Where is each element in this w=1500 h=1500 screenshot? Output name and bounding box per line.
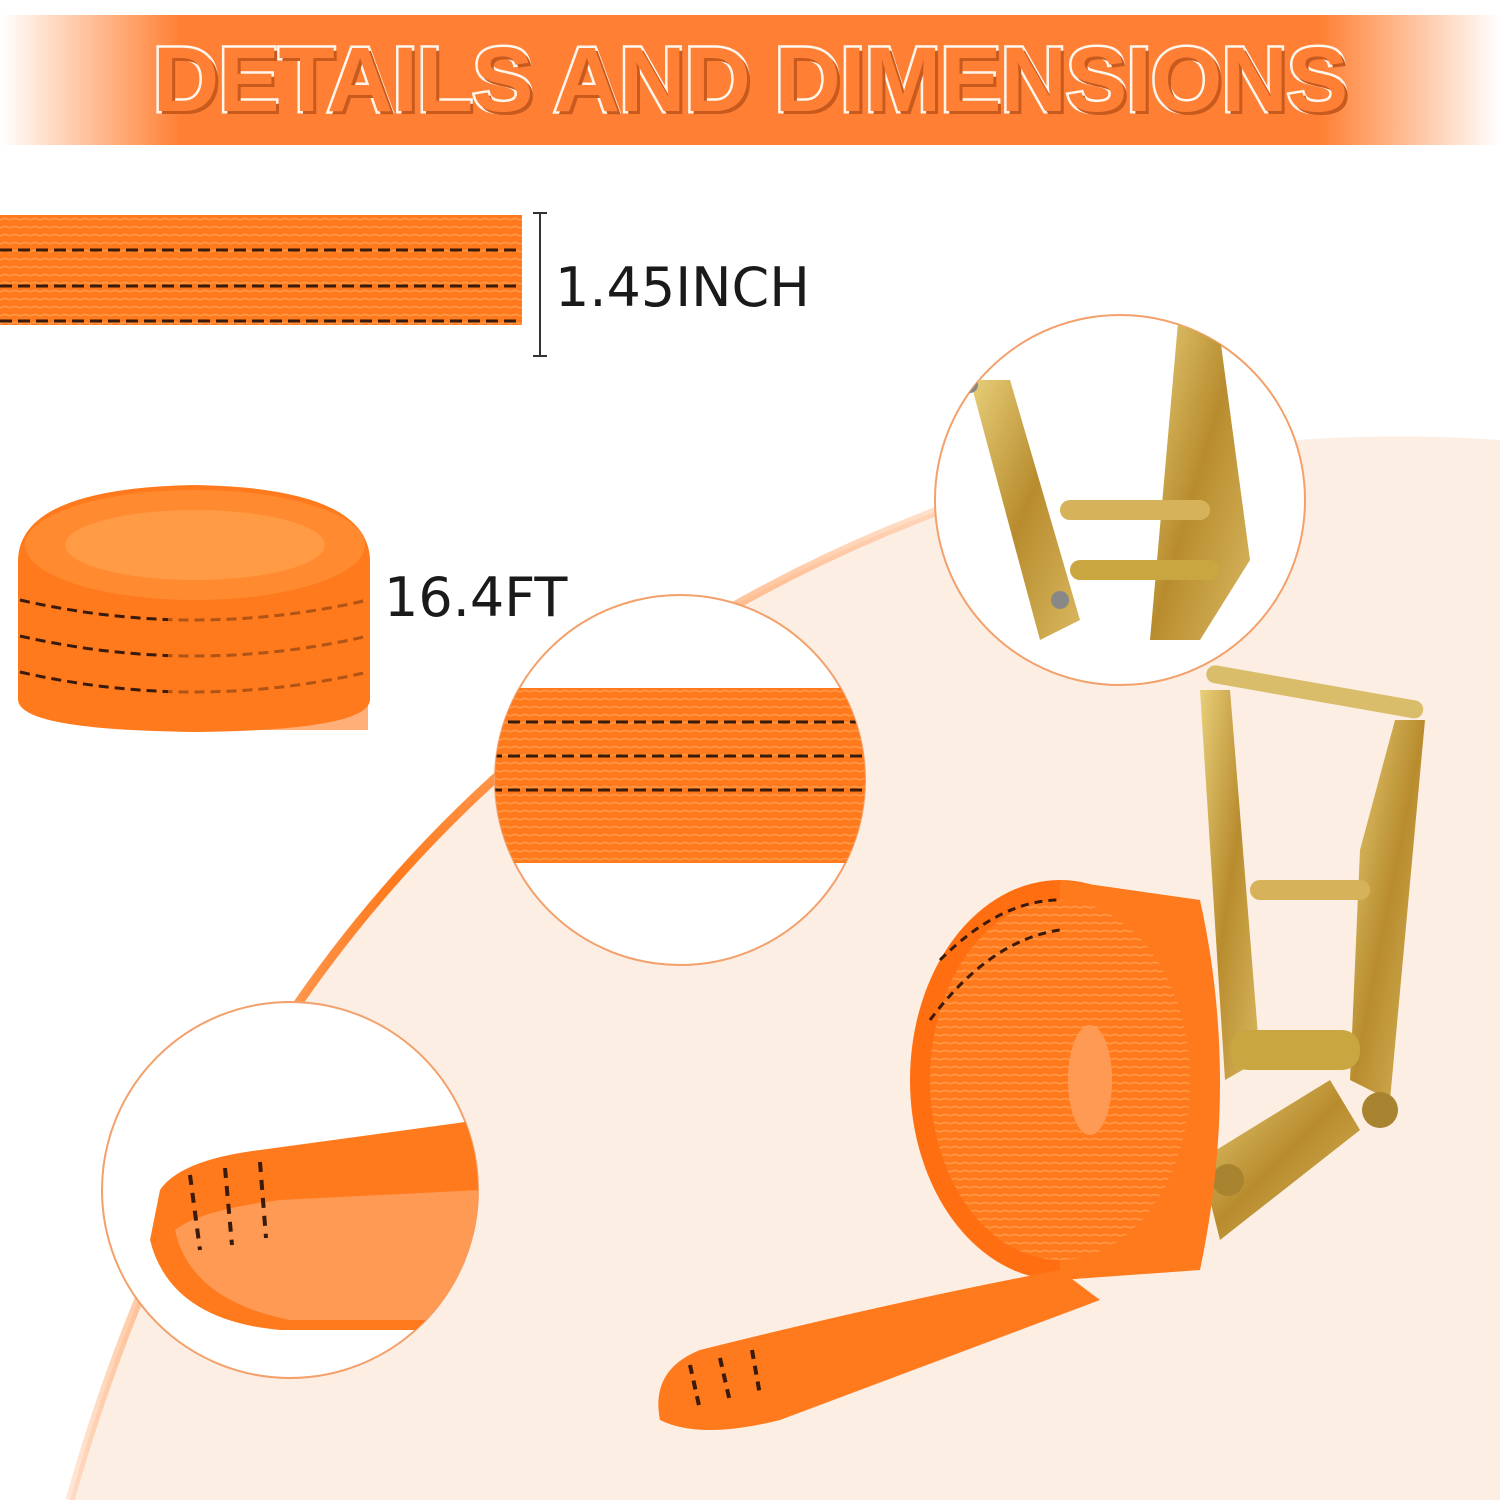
title-banner bbox=[0, 15, 1500, 145]
ratchet-strap-product bbox=[658, 665, 1425, 1430]
length-label: 16.4FT bbox=[384, 566, 568, 629]
page-title: DETAILS AND DIMENSIONS bbox=[150, 27, 1350, 134]
strap-detail-circle bbox=[494, 594, 866, 966]
strap-width-sample bbox=[0, 215, 522, 325]
width-dimension-bracket bbox=[533, 212, 547, 357]
strap-roll bbox=[18, 485, 370, 732]
loop-end-detail-circle bbox=[101, 1001, 479, 1379]
width-label: 1.45INCH bbox=[555, 256, 810, 319]
ratchet-detail-circle bbox=[934, 314, 1306, 686]
